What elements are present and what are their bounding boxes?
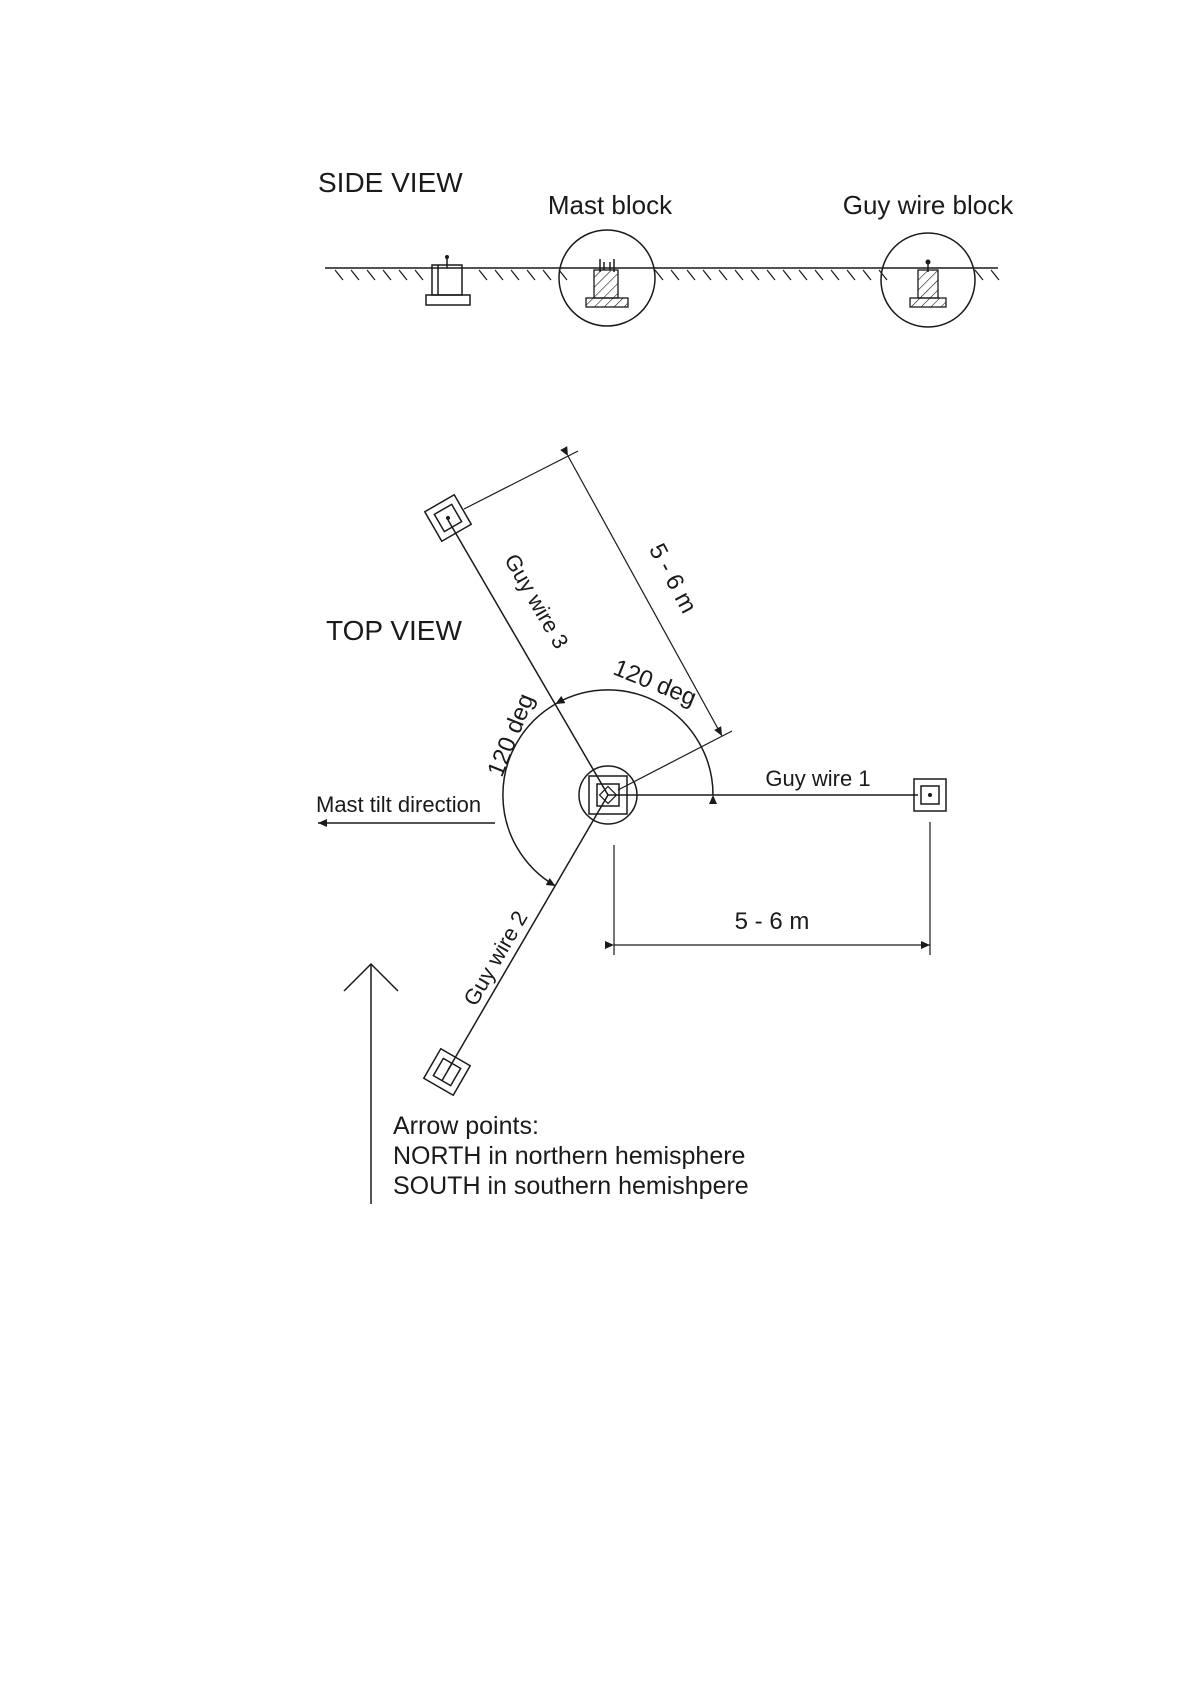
guy-wire-block-label: Guy wire block [843, 190, 1014, 220]
mast-block-label: Mast block [548, 190, 673, 220]
dimension-extension-lower [618, 731, 732, 790]
guy-wire-2-label: Guy wire 2 [458, 906, 532, 1010]
guy-wire-3-label: Guy wire 3 [499, 549, 573, 653]
angle-label-upper: 120 deg [610, 654, 701, 712]
distance-label-diagonal: 5 - 6 m [643, 539, 702, 618]
ground-hatch-tick [527, 270, 535, 280]
ground-hatching [335, 270, 999, 280]
north-arrow [344, 964, 398, 1204]
ground-hatch-tick [351, 270, 359, 280]
ground-hatch-tick [879, 270, 887, 280]
ground-hatch-tick [559, 270, 567, 280]
guy-wire-1-block [914, 779, 946, 811]
ground-hatch-tick [415, 270, 423, 280]
ground-hatch-tick [735, 270, 743, 280]
ground-hatch-tick [719, 270, 727, 280]
ground-hatch-tick [543, 270, 551, 280]
ground-hatch-tick [655, 270, 663, 280]
ground-hatch-tick [815, 270, 823, 280]
angle-label-left: 120 deg [482, 690, 540, 781]
top-view: TOP VIEW Guy w [316, 451, 946, 1095]
side-mast-block [559, 230, 655, 326]
side-view-title: SIDE VIEW [318, 167, 463, 198]
top-view-title: TOP VIEW [326, 615, 462, 646]
ground-hatch-tick [335, 270, 343, 280]
distance-label-horizontal: 5 - 6 m [735, 908, 810, 935]
arrow-note: Arrow points: NORTH in northern hemisphe… [393, 1112, 749, 1200]
ground-hatch-tick [687, 270, 695, 280]
ground-hatch-tick [383, 270, 391, 280]
ground-hatch-tick [767, 270, 775, 280]
side-view: SIDE VIEW Mast block Guy wire block [318, 167, 1014, 327]
ground-hatch-tick [703, 270, 711, 280]
ground-hatch-tick [671, 270, 679, 280]
ground-hatch-tick [783, 270, 791, 280]
dimension-extension-upper [464, 451, 578, 509]
guy-wire-3-block [425, 495, 471, 541]
ground-hatch-tick [991, 270, 999, 280]
ground-hatch-tick [847, 270, 855, 280]
mast-tilt-direction-label: Mast tilt direction [316, 792, 481, 817]
arrow-note-line1: NORTH in northern hemisphere [393, 1142, 745, 1170]
guy-wire-1-label: Guy wire 1 [765, 766, 870, 791]
ground-hatch-tick [399, 270, 407, 280]
side-block-plain [426, 255, 470, 305]
arrow-note-line2: SOUTH in southern hemishpere [393, 1172, 749, 1200]
ground-hatch-tick [831, 270, 839, 280]
guy-wire-2-line [448, 795, 608, 1070]
arrow-note-heading: Arrow points: [393, 1112, 539, 1140]
ground-hatch-tick [751, 270, 759, 280]
ground-hatch-tick [367, 270, 375, 280]
ground-hatch-tick [495, 270, 503, 280]
ground-hatch-tick [511, 270, 519, 280]
side-guy-wire-block [881, 233, 975, 327]
ground-hatch-tick [479, 270, 487, 280]
ground-hatch-tick [975, 270, 983, 280]
guy-wire-2-block [424, 1049, 470, 1095]
ground-hatch-tick [799, 270, 807, 280]
dimension-line-diagonal [568, 456, 722, 736]
ground-hatch-tick [863, 270, 871, 280]
